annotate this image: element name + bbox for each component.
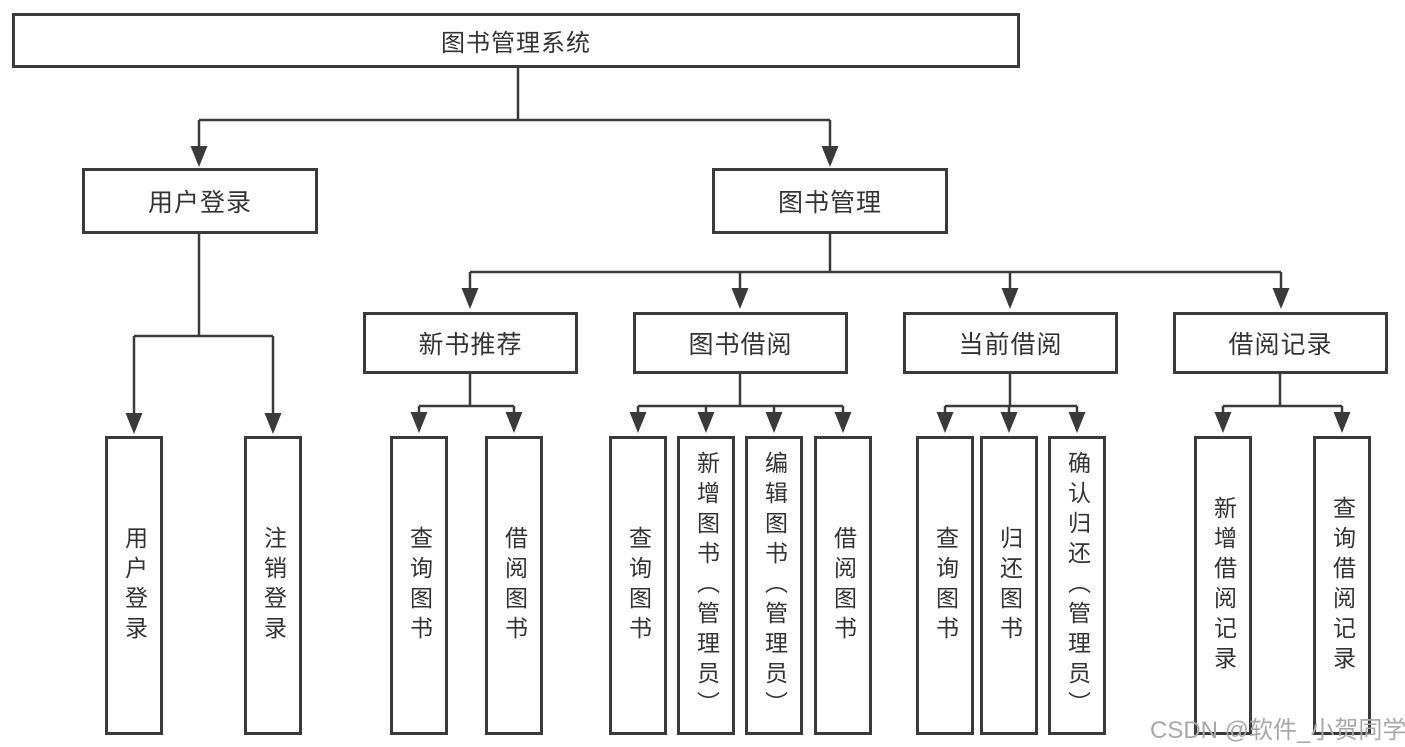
leaf-label: 新增图书（管理员） — [693, 450, 720, 721]
node-new-book-recommendation: 新书推荐 — [363, 312, 578, 374]
leaf-edit-books-admin: 编辑图书（管理员） — [745, 436, 803, 735]
leaf-user-login: 用户登录 — [105, 436, 163, 735]
node-label: 当前借阅 — [958, 331, 1063, 359]
leaf-label: 查询图书 — [625, 525, 652, 646]
node-label: 图书管理系统 — [441, 30, 591, 57]
leaf-label: 查询图书 — [406, 525, 433, 646]
leaf-add-books-admin: 新增图书（管理员） — [677, 436, 735, 735]
leaf-label: 注销登录 — [260, 525, 287, 646]
node-user-login: 用户登录 — [82, 168, 318, 234]
leaf-confirm-return-admin: 确认归还（管理员） — [1048, 436, 1106, 735]
node-label: 新书推荐 — [418, 331, 523, 359]
leaf-label: 新增借阅记录 — [1210, 495, 1237, 676]
node-label: 图书管理 — [777, 189, 882, 217]
node-label: 用户登录 — [147, 189, 252, 217]
leaf-label: 查询图书 — [932, 525, 959, 646]
leaf-label: 用户登录 — [121, 525, 148, 646]
node-library-system: 图书管理系统 — [12, 13, 1020, 68]
leaf-logout-login: 注销登录 — [244, 436, 302, 735]
leaf-borrow-books-recommend: 借阅图书 — [485, 436, 543, 735]
node-book-management: 图书管理 — [712, 168, 948, 234]
leaf-label: 归还图书 — [996, 525, 1023, 646]
leaf-label: 借阅图书 — [501, 525, 528, 646]
leaf-query-books-current: 查询图书 — [916, 436, 974, 735]
leaf-borrow-books: 借阅图书 — [814, 436, 872, 735]
leaf-label: 借阅图书 — [830, 525, 857, 646]
node-label: 借阅记录 — [1228, 331, 1333, 359]
leaf-label: 确认归还（管理员） — [1064, 450, 1091, 721]
node-borrowing-records: 借阅记录 — [1173, 312, 1388, 374]
node-current-borrowing: 当前借阅 — [903, 312, 1118, 374]
watermark: CSDN @软件_小贺同学 — [1150, 717, 1405, 744]
leaf-query-books-recommend: 查询图书 — [390, 436, 448, 735]
leaf-query-borrow-record: 查询借阅记录 — [1313, 436, 1371, 735]
node-book-borrowing: 图书借阅 — [633, 312, 848, 374]
leaf-return-books: 归还图书 — [980, 436, 1038, 735]
leaf-label: 编辑图书（管理员） — [761, 450, 788, 721]
leaf-query-books-borrow: 查询图书 — [609, 436, 667, 735]
leaf-add-borrow-record: 新增借阅记录 — [1194, 436, 1252, 735]
leaf-label: 查询借阅记录 — [1329, 495, 1356, 676]
node-label: 图书借阅 — [688, 331, 793, 359]
